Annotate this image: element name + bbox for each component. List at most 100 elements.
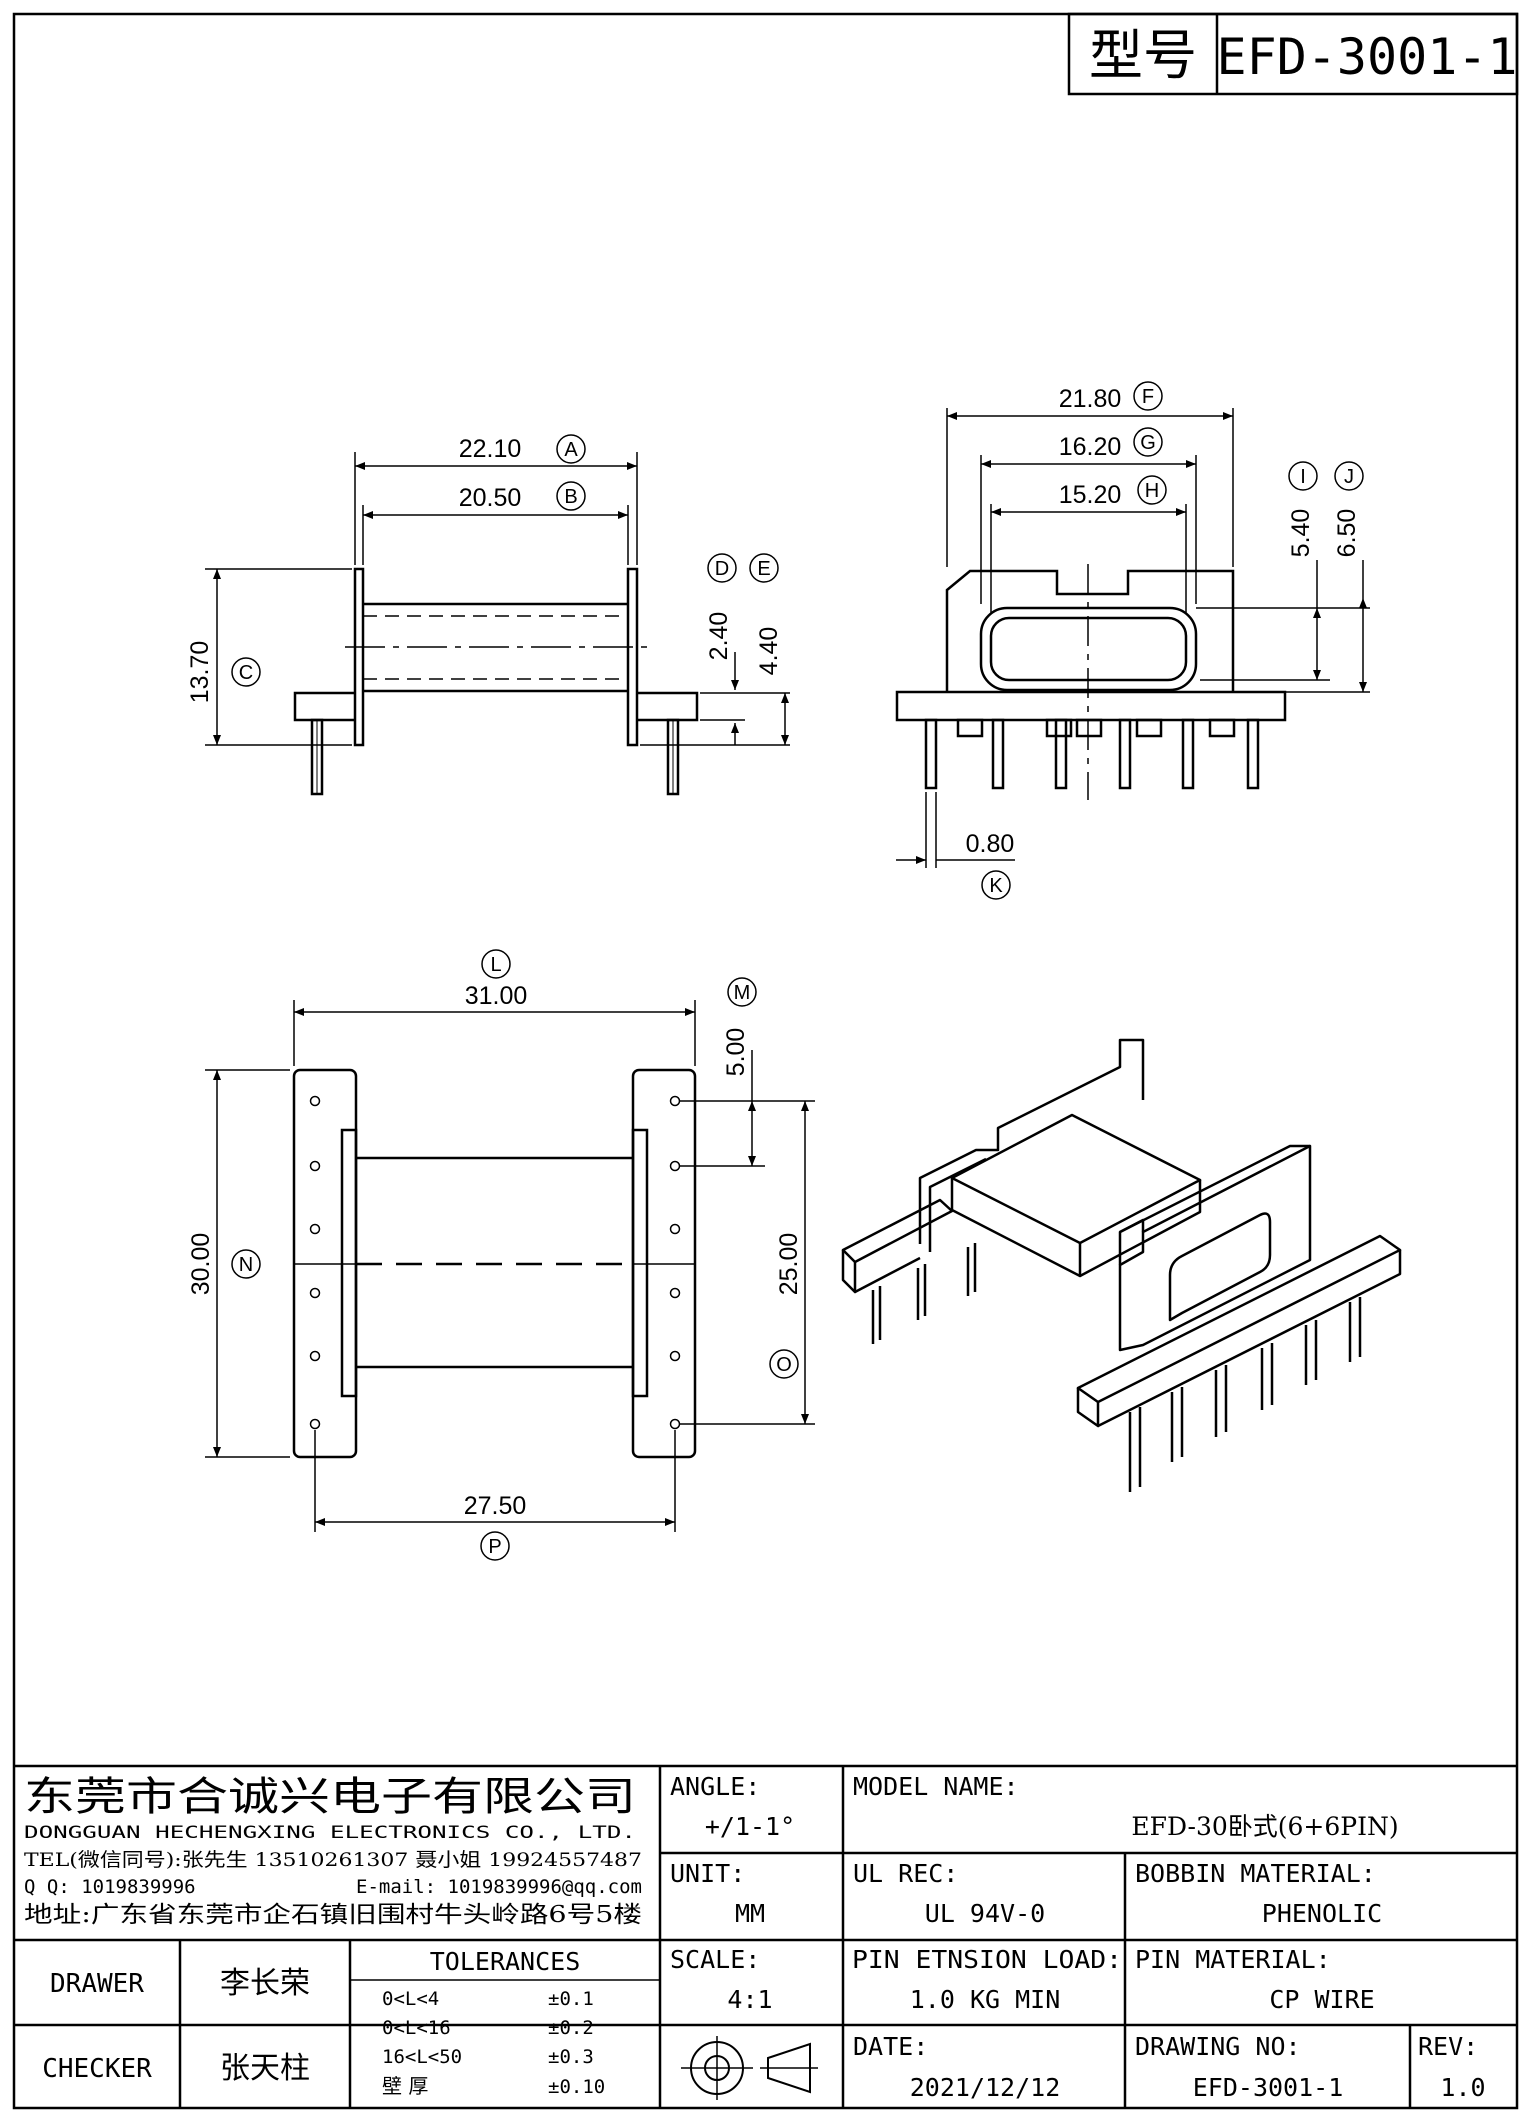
- sheet-border: [12, 12, 1519, 2110]
- checker-name: 张天柱: [220, 2051, 310, 2086]
- pin-load-value: 1.0 KG MIN: [910, 1985, 1061, 2014]
- drawing-no-label: DRAWING NO:: [1135, 2032, 1301, 2061]
- dim-n-marker: [231, 1249, 261, 1279]
- pin-material-label: PIN MATERIAL:: [1135, 1945, 1331, 1974]
- dim-c-value: 13.70: [186, 641, 214, 704]
- dim-a-value: 22.10: [459, 435, 522, 463]
- ul-rec-value: UL 94V-0: [925, 1899, 1045, 1928]
- dim-m-letter: M: [734, 982, 751, 1004]
- side-view-labels: 22.10 A 20.50 B 13.70 C 2.40 D 4.40 E: [186, 434, 783, 704]
- front-view-labels: 21.80 F 16.20 G 15.20 H 5.40 I 6.50 J 0.…: [966, 381, 1364, 900]
- company-tel: TEL(微信同号):张先生 13510261307 聂小姐 1992455748…: [24, 1849, 642, 1871]
- company-email: E-mail: 1019839996@qq.com: [356, 1876, 642, 1898]
- dim-p-letter: P: [488, 1536, 501, 1558]
- projection-symbol-icon: [681, 2036, 818, 2100]
- dim-n-value: 30.00: [187, 1233, 215, 1296]
- ul-rec-label: UL REC:: [853, 1859, 958, 1888]
- bobbin-material-label: BOBBIN MATERIAL:: [1135, 1859, 1376, 1888]
- dim-i-value: 5.40: [1287, 509, 1315, 558]
- dim-a-letter: A: [564, 439, 578, 461]
- tolerance-range: 壁 厚: [382, 2074, 428, 2098]
- dim-j-letter: J: [1344, 466, 1354, 488]
- dim-i-marker: [1288, 461, 1318, 491]
- dim-d-value: 2.40: [705, 612, 733, 661]
- scale-value: 4:1: [727, 1985, 772, 2014]
- info-block: ANGLE: +/1-1° MODEL NAME: EFD-30卧式(6+6PI…: [670, 1772, 1486, 2102]
- company-name-cn: 东莞市合诚兴电子有限公司: [24, 1774, 636, 1820]
- company-block: 东莞市合诚兴电子有限公司 DONGGUAN HECHENGXING ELECTR…: [24, 1774, 642, 1928]
- unit-label: UNIT:: [670, 1859, 745, 1888]
- dim-m-marker: [727, 977, 757, 1007]
- bobbin-material-value: PHENOLIC: [1262, 1899, 1382, 1928]
- dim-h-marker: [1137, 475, 1167, 505]
- front-view-dims: [896, 408, 1370, 868]
- tolerance-value: ±0.3: [548, 2046, 594, 2068]
- company-name-en: DONGGUAN HECHENGXING ELECTRONICS CO., LT…: [24, 1823, 636, 1843]
- date-label: DATE:: [853, 2032, 928, 2061]
- dim-c-marker: [231, 657, 261, 687]
- dim-k-value: 0.80: [966, 830, 1015, 858]
- dim-g-value: 16.20: [1059, 433, 1122, 461]
- company-qq: Q Q: 1019839996: [24, 1876, 196, 1898]
- plan-view-pin-holes: [309, 1095, 681, 1430]
- model-box: 型号 EFD-3001-1: [1067, 12, 1519, 96]
- model-value: EFD-3001-1: [1216, 28, 1517, 86]
- dim-l-marker: [481, 949, 511, 979]
- signature-block: DRAWER 李长荣 CHECKER 张天柱: [42, 1966, 310, 2086]
- plan-view-labels: L 31.00 M 5.00 N 30.00 O 25.00 27.50 P: [187, 949, 803, 1561]
- drawer-label: DRAWER: [50, 1969, 144, 1999]
- rev-value: 1.0: [1440, 2073, 1485, 2102]
- tolerances-title: TOLERANCES: [430, 1947, 581, 1976]
- dim-e-letter: E: [757, 558, 770, 580]
- tolerances-block: TOLERANCES 0<L<4 ±0.1 0<L<16 ±0.2 16<L<5…: [382, 1947, 605, 2098]
- drawer-name: 李长荣: [220, 1966, 310, 2001]
- dim-p-value: 27.50: [464, 1492, 527, 1520]
- date-value: 2021/12/12: [910, 2073, 1061, 2102]
- tolerance-range: 0<L<16: [382, 2017, 451, 2039]
- angle-value: +/1-1°: [705, 1812, 795, 1841]
- side-view-dims: [205, 452, 790, 746]
- dim-f-value: 21.80: [1059, 385, 1122, 413]
- dim-b-marker: [556, 481, 586, 511]
- dim-f-letter: F: [1142, 386, 1154, 408]
- dim-e-marker: [749, 553, 779, 583]
- isometric-view: [841, 1038, 1402, 1492]
- company-address: 地址:广东省东莞市企石镇旧围村牛头岭路6号5楼: [24, 1902, 642, 1928]
- rev-label: REV:: [1418, 2032, 1478, 2061]
- side-view: [293, 567, 699, 796]
- dim-l-letter: L: [490, 954, 501, 976]
- scale-label: SCALE:: [670, 1945, 760, 1974]
- tolerance-value: ±0.2: [548, 2017, 594, 2039]
- pin-material-value: CP WIRE: [1269, 1985, 1374, 2014]
- dim-b-value: 20.50: [459, 484, 522, 512]
- unit-value: MM: [735, 1899, 765, 1928]
- dim-d-letter: D: [715, 558, 729, 580]
- dim-h-value: 15.20: [1059, 481, 1122, 509]
- model-name-label: MODEL NAME:: [853, 1772, 1019, 1801]
- model-label: 型号: [1089, 24, 1197, 87]
- tolerance-value: ±0.10: [548, 2076, 605, 2098]
- plan-view: [292, 1068, 697, 1459]
- dim-i-letter: I: [1300, 466, 1306, 488]
- tolerance-range: 16<L<50: [382, 2046, 462, 2068]
- dim-o-letter: O: [776, 1354, 792, 1376]
- dim-j-marker: [1334, 461, 1364, 491]
- dim-b-letter: B: [564, 486, 577, 508]
- dim-c-letter: C: [239, 662, 253, 684]
- dim-g-letter: G: [1140, 432, 1156, 454]
- dim-n-letter: N: [239, 1254, 253, 1276]
- dim-k-letter: K: [989, 875, 1003, 897]
- dim-m-value: 5.00: [722, 1028, 750, 1077]
- dim-j-value: 6.50: [1333, 509, 1361, 558]
- dim-e-value: 4.40: [755, 627, 783, 676]
- drawing-no-value: EFD-3001-1: [1193, 2073, 1344, 2102]
- dim-g-marker: [1133, 427, 1163, 457]
- dim-k-marker: [981, 870, 1011, 900]
- tolerance-value: ±0.1: [548, 1988, 594, 2010]
- dim-h-letter: H: [1145, 480, 1159, 502]
- title-block-grid: [14, 1764, 1517, 2108]
- dim-d-marker: [707, 553, 737, 583]
- dim-l-value: 31.00: [465, 982, 528, 1010]
- dim-a-marker: [556, 434, 586, 464]
